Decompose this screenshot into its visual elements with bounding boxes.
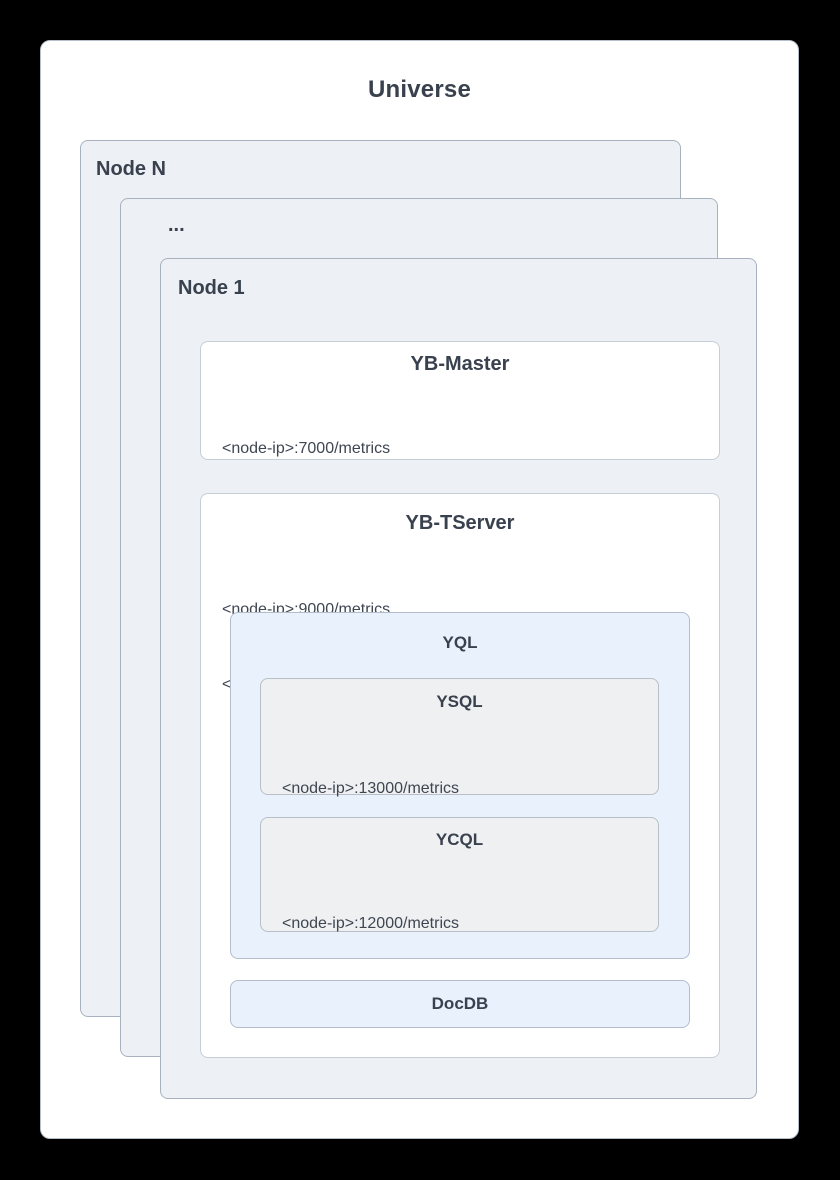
universe-title: Universe: [368, 76, 471, 103]
yb-master-box: [200, 341, 720, 460]
yb-master-title: YB-Master: [410, 353, 510, 375]
docdb-title: DocDB: [431, 994, 489, 1013]
node-ellipsis-label: ...: [168, 214, 185, 236]
node-n-label: Node N: [96, 158, 166, 180]
docdb-box: [230, 980, 690, 1028]
ycql-endpoint-metrics: <node-ip>:12000/metrics: [282, 915, 459, 932]
yb-master-endpoint-metrics: <node-ip>:7000/metrics: [222, 440, 391, 457]
yql-title: YQL: [442, 633, 478, 652]
ysql-title: YSQL: [436, 692, 483, 711]
ysql-box: [260, 678, 659, 795]
ycql-box: [260, 817, 659, 932]
ysql-endpoint-metrics: <node-ip>:13000/metrics: [282, 780, 459, 797]
node-1-label: Node 1: [178, 277, 245, 299]
ycql-title: YCQL: [435, 830, 484, 849]
yb-tserver-title: YB-TServer: [405, 512, 515, 534]
